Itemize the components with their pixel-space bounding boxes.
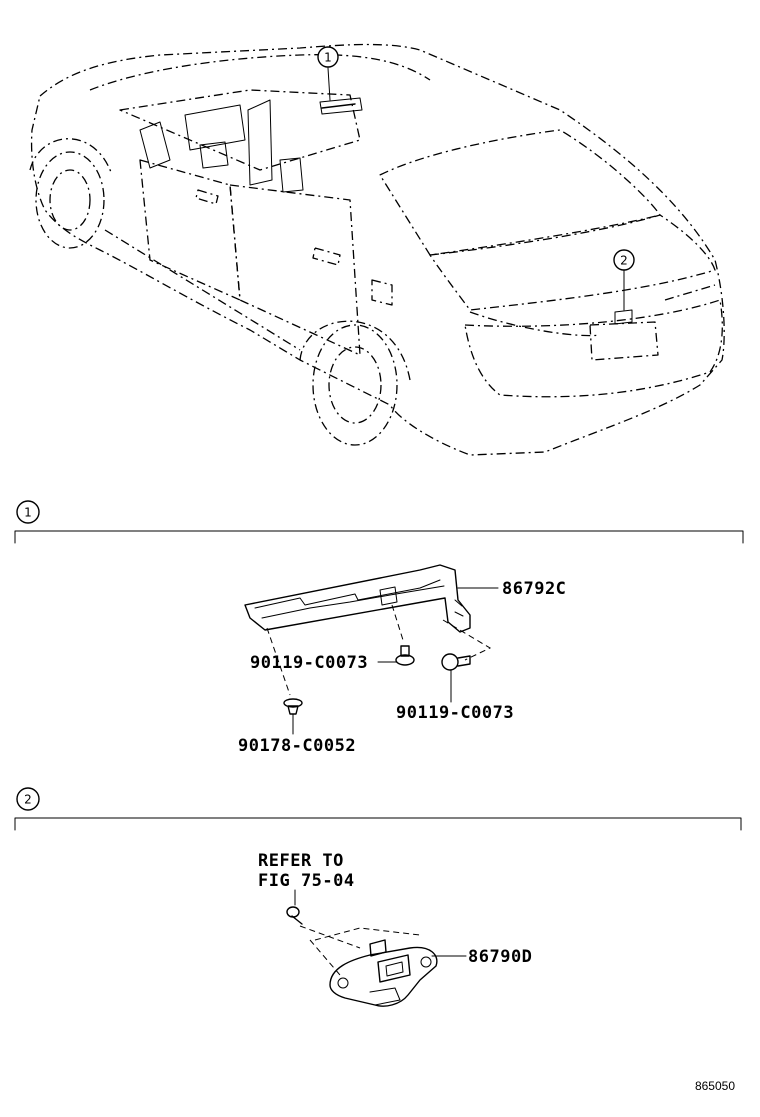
instrument-panel [184, 104, 246, 151]
fuel-lid [371, 279, 393, 306]
callout-1: 1 [317, 46, 339, 101]
assy-line-clip [266, 627, 291, 696]
clip-90178 [283, 698, 303, 715]
section-1-bracket [14, 530, 744, 544]
rear-light-marker [321, 103, 356, 109]
camera-bolt [286, 906, 303, 925]
rear-wheel-arch [299, 320, 411, 381]
rocker-line [104, 229, 301, 351]
rear-camera-marker [614, 309, 633, 325]
screw-right-shank [457, 655, 471, 667]
front-wheel-arch [29, 138, 113, 176]
screw-mid-head [395, 654, 415, 666]
refer-to-line-2: FIG 75-04 [258, 871, 355, 891]
label-90119-middle: 90119-C0073 [250, 653, 368, 673]
bolt-head [286, 906, 300, 918]
section-2-bracket [14, 817, 742, 831]
camera-mount-hole-right [420, 956, 432, 968]
car-outline [29, 43, 725, 456]
section-2-header: 2 [14, 787, 742, 831]
refer-to-line-1: REFER TO [258, 851, 344, 871]
label-86790d: 86790D [468, 947, 532, 967]
rear-wheel-hub [328, 346, 382, 424]
trunk-lid [429, 214, 716, 311]
label-90119-right: 90119-C0073 [396, 703, 514, 723]
section-1-assembly-lines [266, 604, 492, 696]
pillar [247, 99, 273, 186]
rear-camera-86790d-drawing [329, 939, 438, 1007]
bolt-shank [291, 915, 303, 925]
bracket-ridge-2 [261, 585, 445, 619]
camera-connector [369, 939, 387, 957]
section-2-assembly-lines [299, 925, 361, 976]
bracket-leg-detail [454, 599, 464, 617]
section-1-number: 1 [24, 506, 32, 520]
tail-light-left [469, 311, 601, 337]
section-2-assembly-top [314, 927, 421, 941]
stop-light-bracket [244, 564, 471, 633]
bracket-ridge-1 [254, 579, 441, 609]
section-1-header: 1 [14, 500, 744, 544]
camera-lens-box [377, 954, 411, 983]
rear-wheel [312, 324, 398, 446]
console [199, 141, 229, 169]
callout-2-number: 2 [620, 254, 628, 268]
section-2-number: 2 [24, 793, 32, 807]
front-door [139, 159, 241, 301]
rear-window [379, 129, 661, 256]
clip-head [283, 698, 303, 708]
label-86792c: 86792C [502, 579, 566, 599]
camera-lens [385, 961, 404, 977]
assy-line-screw-mid [391, 604, 404, 641]
section-1-badge [16, 500, 40, 524]
front-door-handle [195, 189, 219, 205]
camera-mount-hole-left [337, 977, 349, 989]
front-wheel [35, 151, 105, 249]
left-seat-back [139, 121, 171, 169]
car-interior [139, 97, 633, 325]
part-86792c-drawing [244, 564, 471, 633]
rear-bumper [464, 299, 723, 398]
rear-door [229, 184, 361, 356]
callout-2: 2 [613, 249, 635, 311]
assy-line-screw-right [442, 619, 492, 661]
callout-1-circle [317, 46, 339, 68]
camera-lower-body [369, 987, 401, 1006]
car-body-outline [30, 43, 725, 456]
callout-1-leader [327, 67, 331, 101]
front-wheel-hub [49, 169, 91, 231]
license-plate-area [589, 321, 659, 361]
callout-2-circle [613, 249, 635, 271]
callout-1-number: 1 [324, 51, 332, 65]
rear-door-handle [312, 247, 341, 266]
screw-90119-middle [395, 645, 415, 666]
clip-body [287, 705, 299, 715]
screw-right-head [441, 653, 459, 671]
gear-lever [279, 157, 304, 193]
figure-code: 865050 [695, 1079, 735, 1093]
section-2-badge [16, 787, 40, 811]
roof-line [89, 54, 431, 91]
rear-shelf-light [319, 97, 363, 115]
screw-mid-shank [400, 645, 410, 657]
camera-housing [329, 946, 438, 1007]
tail-light-right [664, 284, 716, 301]
bracket-tab [379, 586, 398, 606]
windshield [119, 89, 361, 171]
label-90178: 90178-C0052 [238, 736, 356, 756]
screw-90119-right [441, 653, 471, 671]
